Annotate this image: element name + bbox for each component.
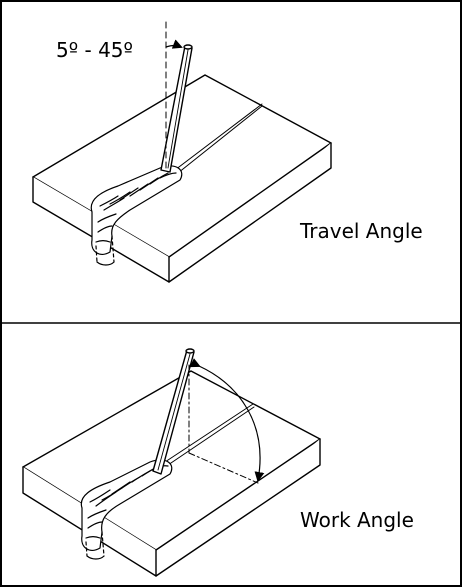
- work-angle-panel: [22, 348, 321, 577]
- travel-angle-caption: Travel Angle: [299, 219, 423, 243]
- work-angle-caption: Work Angle: [300, 508, 414, 532]
- work-angle-arc: [189, 358, 265, 482]
- top-electrode-rod: [160, 44, 193, 173]
- bottom-weld-bead: [80, 459, 173, 560]
- top-weld-bead: [90, 165, 183, 266]
- top-angle-arrow: [165, 39, 183, 49]
- travel-angle-range-label: 5º - 45º: [56, 38, 133, 62]
- top-joint-line: [174, 103, 263, 171]
- bottom-electrode-rod: [152, 348, 195, 475]
- travel-angle-panel: [32, 17, 332, 283]
- bottom-workpiece-plate: [22, 370, 321, 577]
